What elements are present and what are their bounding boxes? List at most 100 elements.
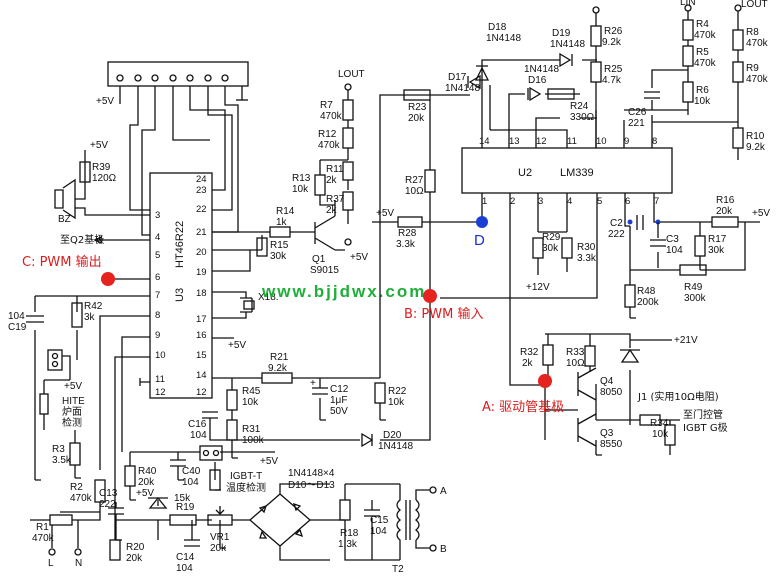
c16-value: 104 <box>190 430 207 441</box>
q3-value: 8550 <box>600 439 623 450</box>
r5-resistor <box>682 45 694 67</box>
r40-resistor <box>124 465 136 487</box>
r14-label: R14 <box>276 206 295 217</box>
c13-label: C13 <box>99 488 118 499</box>
c12-voltage: 50V <box>330 406 348 417</box>
r23-label: R23 <box>408 102 427 113</box>
r13-label: R13 <box>292 173 311 184</box>
c15-label: C15 <box>370 515 389 526</box>
r22-label: R22 <box>388 386 407 397</box>
annotation-c: C: PWM 输出 <box>22 254 102 270</box>
c12-capacitor <box>312 387 328 395</box>
annotation-b: B: PWM 输入 <box>404 306 483 322</box>
r29-value: 30k <box>542 243 559 254</box>
svg-text:3: 3 <box>155 210 160 221</box>
r27-label: R27 <box>405 175 424 186</box>
r16-resistor <box>711 216 739 228</box>
svg-text:3: 3 <box>538 196 543 207</box>
svg-text:7: 7 <box>654 196 659 207</box>
q4-value: 8050 <box>600 387 623 398</box>
c12-value: 1μF <box>330 395 347 406</box>
annotation-a: A: 驱动管基极 <box>482 400 564 415</box>
svg-text:6: 6 <box>625 196 630 207</box>
r30-label: R30 <box>577 242 596 253</box>
svg-text:6: 6 <box>155 272 160 283</box>
d17-value: 1N4148 <box>445 83 480 94</box>
connector-header <box>107 61 249 236</box>
svg-text:15: 15 <box>196 350 207 361</box>
r19-label: R19 <box>176 502 195 513</box>
q3-label: Q3 <box>600 428 614 439</box>
svg-text:22: 22 <box>196 204 207 215</box>
svg-text:11: 11 <box>155 374 165 385</box>
u2-ref: U2 <box>518 167 532 179</box>
svg-text:7: 7 <box>155 290 160 301</box>
zener-r19 <box>148 496 168 509</box>
r16-value: 20k <box>716 206 733 217</box>
j1-label: J1 (实用10Ω电阻) <box>637 390 719 403</box>
r2-value: 470k <box>70 493 93 504</box>
svg-text:13: 13 <box>509 136 520 147</box>
r21-label: R21 <box>270 352 289 363</box>
r42-label: R42 <box>84 301 103 312</box>
hite-label-3: 检测 <box>62 416 82 429</box>
plus5-pin16: +5V <box>228 340 246 351</box>
point-b-marker <box>423 289 437 303</box>
transformer-t2 <box>396 484 437 560</box>
plus21-label: +21V <box>674 335 698 346</box>
r6-label: R6 <box>696 85 709 96</box>
u2-top-pin-numbers: 14 13 12 11 10 9 8 <box>479 136 657 147</box>
t2-label: T2 <box>392 564 404 575</box>
svg-text:1: 1 <box>482 196 487 207</box>
gate-label-1: 至门控管 <box>683 408 723 421</box>
r7-value: 470k <box>320 111 343 122</box>
r20-resistor <box>109 539 121 561</box>
q3-transistor <box>577 413 597 447</box>
svg-text:17: 17 <box>196 314 207 325</box>
r2-label: R2 <box>70 482 83 493</box>
terminal-b: B <box>440 544 447 555</box>
c19-value: 104 <box>8 311 25 322</box>
r15-value: 30k <box>270 251 287 262</box>
q1-label: Q1 <box>312 254 326 265</box>
r7-label: R7 <box>320 100 333 111</box>
r19-value: 15k <box>174 493 191 504</box>
q1-transistor <box>314 200 352 251</box>
r21-value: 9.2k <box>268 363 288 374</box>
u3-chip <box>149 172 213 399</box>
c26-capacitor <box>644 91 660 99</box>
r48-value: 200k <box>637 297 660 308</box>
r31-label: R31 <box>242 424 261 435</box>
u3-left-pin-numbers: 3 4 5 6 7 8 9 10 11 12 <box>155 210 166 398</box>
r9-value: 470k <box>746 74 769 85</box>
r40-label: R40 <box>138 466 157 477</box>
r12-value: 470k <box>318 140 341 151</box>
r32-resistor <box>542 344 554 366</box>
r4-resistor <box>682 19 694 41</box>
lout-label-1: LOUT <box>338 69 365 80</box>
r13-value: 10k <box>292 184 309 195</box>
hite-label-2: 炉面 <box>62 406 82 418</box>
r16-label: R16 <box>716 195 735 206</box>
lin-label: LIN <box>680 0 696 8</box>
r26-value: 9.2k <box>602 37 622 48</box>
r32-label: R32 <box>520 347 539 358</box>
r10-resistor <box>732 127 744 149</box>
bz-label: BZ <box>58 214 71 225</box>
gate-label-2: IGBT G极 <box>683 421 728 434</box>
igbt-temp-connector <box>199 445 223 491</box>
c16-label: C16 <box>188 419 207 430</box>
plus5-hite: +5V <box>64 381 82 392</box>
r14-value: 1k <box>276 217 288 228</box>
r20-value: 20k <box>126 553 143 564</box>
n-terminal: N <box>75 558 82 569</box>
c40-value: 104 <box>182 477 199 488</box>
svg-text:10: 10 <box>596 136 607 147</box>
r48-resistor <box>624 284 636 308</box>
r25-value: 4.7k <box>602 75 622 86</box>
r3-label: R3 <box>52 444 65 455</box>
r8-value: 470k <box>746 38 769 49</box>
r23-value: 20k <box>408 113 425 124</box>
r9-resistor <box>732 61 744 83</box>
